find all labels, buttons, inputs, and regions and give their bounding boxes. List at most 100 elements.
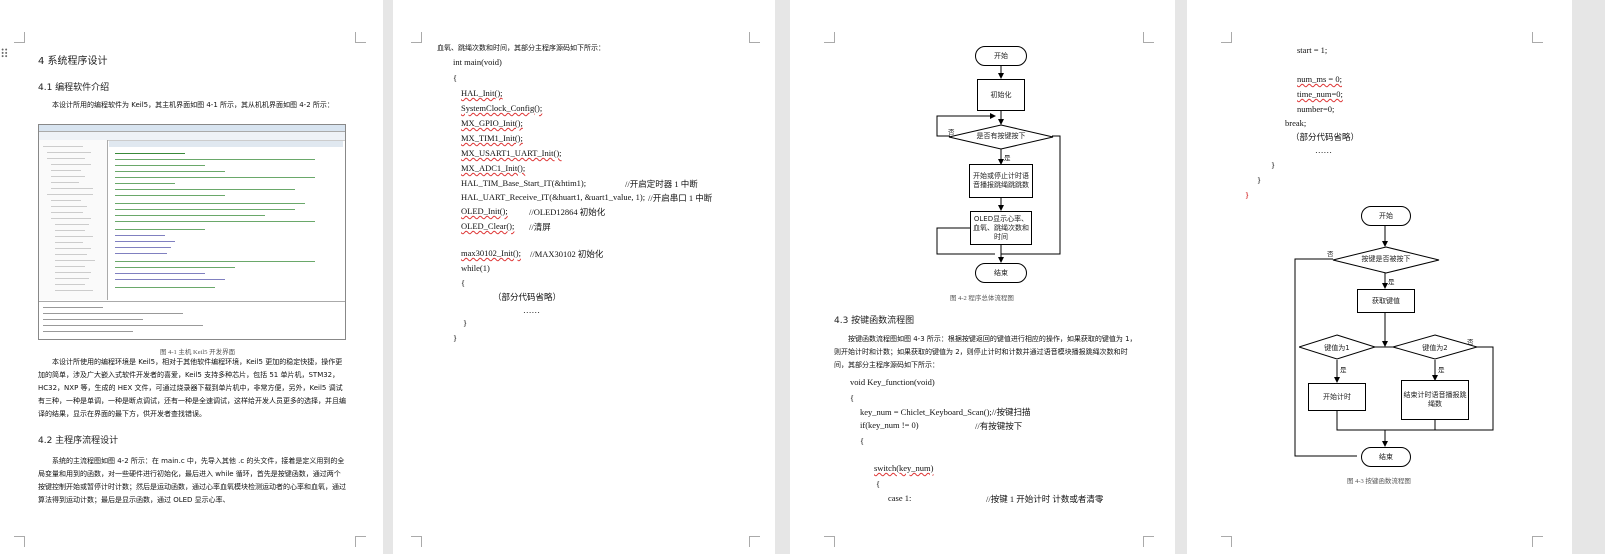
code-line: OLED_Clear(); <box>461 221 515 231</box>
code-line: …… <box>523 305 540 315</box>
code-comment: //清屏 <box>529 222 551 232</box>
code-line: } <box>463 318 468 328</box>
margin-marker <box>14 536 25 547</box>
code-comment: //按键 1 开始计时 计数或者清零 <box>986 494 1104 504</box>
flow-decision-values <box>1299 334 1479 360</box>
code-comment: //OLED12864 初始化 <box>529 207 606 217</box>
paragraph: 本设计所使用的编程环境是 Keil5，相对于其他软件编程环境，Keil5 更加的… <box>38 358 346 418</box>
code-line: HAL_Init(); <box>461 88 503 98</box>
flow-yes-label: 是 <box>1340 366 1347 374</box>
code-comment: //开启定时器 1 中断 <box>625 179 698 189</box>
margin-marker <box>1532 536 1543 547</box>
code-line: break; <box>1285 118 1307 128</box>
flow-decision-pressed <box>1332 246 1440 274</box>
section-heading: 4 系统程序设计 <box>38 56 108 67</box>
flow-oled-box: OLED显示心率、血氧、跳绳次数和时间 <box>970 211 1032 245</box>
code-line: key_num = Chiclet_Keyboard_Scan();//按键扫描 <box>860 407 1031 417</box>
flow-start: 开始 <box>1361 206 1411 226</box>
flow-yes-label: 是 <box>1004 154 1011 162</box>
code-comment: //有按键按下 <box>975 421 1023 431</box>
flow-end: 结束 <box>1361 447 1411 467</box>
paragraph: 本设计所用的编程软件为 Keil5，其主机界面如图 4-1 所示，其从机机界面如… <box>52 101 334 109</box>
document-page-2: 血氧、跳绳次数和时间，其部分主程序源码如下所示： int main(void) … <box>393 0 775 554</box>
flow-init: 初始化 <box>977 79 1025 111</box>
code-line: } <box>1245 190 1250 200</box>
figure-caption: 图 4-2 程序总体流程图 <box>950 295 1014 302</box>
document-page-3: 开始 初始化 是否有按键按下 否 是 开始或停止计时语音播报跳绳跳跳数 OLED… <box>790 0 1175 554</box>
code-line: time_num=0; <box>1297 89 1343 99</box>
paragraph: 血氧、跳绳次数和时间，其部分主程序源码如下所示： <box>437 44 605 52</box>
code-line: { <box>461 278 466 288</box>
flow-decision-label: 键值为1 <box>1324 344 1350 352</box>
code-line: number=0; <box>1297 104 1335 114</box>
code-line: HAL_TIM_Base_Start_IT(&htim1); <box>461 178 587 188</box>
margin-marker <box>1143 536 1154 547</box>
code-line: （部分代码省略） <box>1291 132 1360 142</box>
margin-marker <box>824 536 835 547</box>
code-line: （部分代码省略） <box>493 292 562 302</box>
code-comment: //MAX30102 初始化 <box>530 249 604 259</box>
flow-no-label: 否 <box>1327 250 1334 258</box>
margin-marker <box>1143 32 1154 43</box>
code-line: switch(key_num) <box>874 463 934 473</box>
paragraph: 按键函数流程图如图 4-3 所示：根据按键返回的键值进行相应的操作，如果获取的键… <box>834 335 1137 369</box>
code-line: { <box>876 479 881 489</box>
margin-marker <box>411 32 422 43</box>
code-line: MX_USART1_UART_Init(); <box>461 148 562 158</box>
flow-yes-label: 是 <box>1438 366 1445 374</box>
flow-timer-box: 开始或停止计时语音播报跳绳跳跳数 <box>969 164 1033 198</box>
code-line: if(key_num != 0) <box>860 420 919 430</box>
code-line: { <box>860 436 865 446</box>
flow-decision-label: 是否有按键按下 <box>976 132 1026 140</box>
key-flowchart-lines <box>1294 225 1494 457</box>
flow-decision-label: 键值为2 <box>1422 344 1448 352</box>
margin-marker <box>355 536 366 547</box>
flow-no-label: 否 <box>1467 338 1474 346</box>
code-line: SystemClock_Config(); <box>461 103 543 113</box>
code-line: OLED_Init(); <box>461 206 508 216</box>
subsection-heading: 4.3 按键函数流程图 <box>834 316 915 326</box>
keil5-screenshot-image <box>38 124 346 340</box>
code-line: MX_ADC1_Init(); <box>461 163 526 173</box>
margin-marker <box>749 536 760 547</box>
document-page-4: start = 1; num_ms = 0; time_num=0; numbe… <box>1187 0 1572 554</box>
flow-stop-timer: 结束计时语音播报跳绳数 <box>1401 380 1469 420</box>
flow-get-key: 获取键值 <box>1357 289 1415 313</box>
paragraph: 系统的主流程图如图 4-2 所示：在 main.c 中，先导入其他 .c 的头文… <box>38 457 346 504</box>
flow-decision-label: 按键是否被按下 <box>1361 255 1411 263</box>
code-line: …… <box>1315 145 1332 155</box>
code-line: num_ms = 0; <box>1297 74 1342 84</box>
code-line: case 1: <box>888 493 912 503</box>
code-line: void Key_function(void) <box>850 377 935 387</box>
drag-handle-icon[interactable]: ⠿ <box>0 47 9 61</box>
code-line: int main(void) <box>453 57 502 67</box>
code-line: } <box>453 333 458 343</box>
code-comment: //开启串口 1 中断 <box>648 193 713 203</box>
flow-start: 开始 <box>975 46 1027 66</box>
code-line: start = 1; <box>1297 45 1328 55</box>
margin-marker <box>749 32 760 43</box>
margin-marker <box>1221 32 1232 43</box>
margin-marker <box>355 32 366 43</box>
code-line: { <box>453 73 458 83</box>
code-line: } <box>1271 160 1276 170</box>
margin-marker <box>1532 32 1543 43</box>
code-line: MX_TIM1_Init(); <box>461 133 523 143</box>
code-line: HAL_UART_Receive_IT(&huart1, &uart1_valu… <box>461 192 646 202</box>
code-line: max30102_Init(); <box>461 248 521 258</box>
flow-yes-label: 是 <box>1388 278 1395 286</box>
figure-caption: 图 4-1 主机 Keil5 开发界面 <box>160 349 236 356</box>
code-line: MX_GPIO_Init(); <box>461 118 523 128</box>
margin-marker <box>1221 536 1232 547</box>
code-line: { <box>850 393 855 403</box>
margin-marker <box>824 32 835 43</box>
code-line: } <box>1257 175 1262 185</box>
subsection-heading: 4.1 编程软件介绍 <box>38 83 110 93</box>
flow-start-timer: 开始计时 <box>1308 383 1366 411</box>
flow-end: 结束 <box>975 263 1027 283</box>
flow-no-label: 否 <box>948 128 955 136</box>
margin-marker <box>411 536 422 547</box>
main-flowchart-lines <box>936 66 1061 263</box>
subsection-heading: 4.2 主程序流程设计 <box>38 436 119 446</box>
margin-marker <box>14 32 25 43</box>
